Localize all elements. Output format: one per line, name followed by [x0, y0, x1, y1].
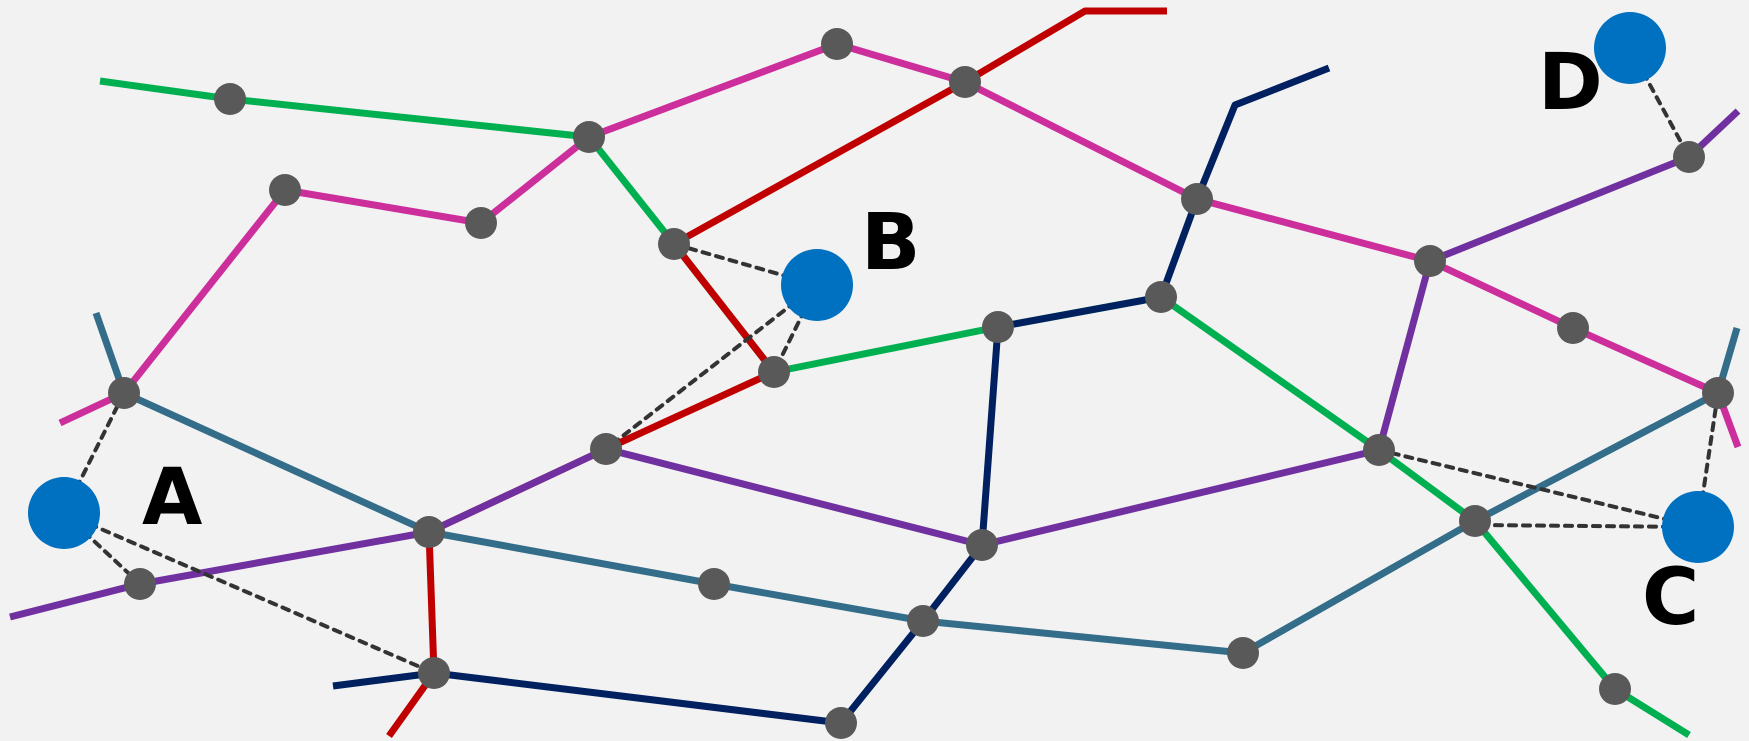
road-nodes	[108, 28, 1734, 739]
node	[949, 66, 981, 98]
node	[698, 568, 730, 600]
navy-line-north	[838, 64, 1331, 726]
point-c-marker	[1662, 491, 1734, 563]
node	[573, 121, 605, 153]
node	[1557, 312, 1589, 344]
point-a-marker	[28, 477, 100, 549]
point-d-label: D	[1538, 38, 1603, 128]
node	[1673, 141, 1705, 173]
node	[214, 83, 246, 115]
node	[907, 605, 939, 637]
node	[413, 516, 445, 548]
node	[124, 568, 156, 600]
node	[1414, 245, 1446, 277]
node	[821, 28, 853, 60]
node	[1599, 673, 1631, 705]
node	[465, 207, 497, 239]
node	[825, 707, 857, 739]
node	[1363, 434, 1395, 466]
dashed-link-b-southwest	[604, 283, 819, 451]
node	[1227, 637, 1259, 669]
node	[1459, 505, 1491, 537]
dashed-link-a-south	[62, 511, 436, 675]
dashed-link-c-northwest	[1377, 448, 1700, 529]
point-c-label: C	[1642, 553, 1699, 643]
node	[269, 174, 301, 206]
magenta-line-north	[587, 40, 1742, 449]
node	[418, 657, 450, 689]
node	[658, 228, 690, 260]
points-of-interest: A B C D	[28, 12, 1734, 643]
node	[966, 529, 998, 561]
node	[1702, 377, 1734, 409]
point-b-marker	[781, 249, 853, 321]
dashed-link-c-west	[1473, 523, 1700, 529]
point-d-marker	[1594, 12, 1666, 84]
node	[758, 356, 790, 388]
point-b-label: B	[861, 198, 920, 288]
node	[1145, 281, 1177, 313]
point-a-label: A	[142, 453, 202, 543]
node	[982, 311, 1014, 343]
dashed-link-b-west	[672, 242, 819, 287]
node	[108, 377, 140, 409]
node	[590, 433, 622, 465]
node	[1181, 183, 1213, 215]
